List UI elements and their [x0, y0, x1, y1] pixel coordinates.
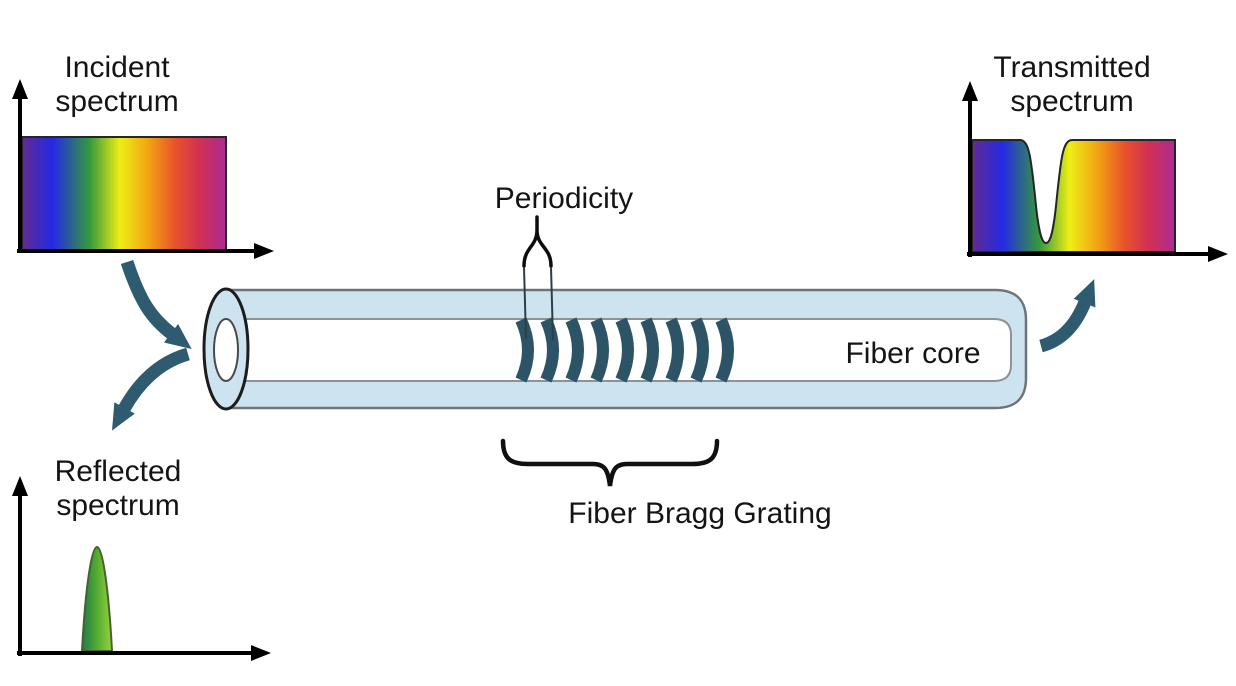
fiber-end-core — [213, 318, 239, 382]
transmitted-light-arrow — [1039, 279, 1096, 353]
fiber-core-region — [225, 318, 1012, 382]
optical-fiber: Fiber core — [202, 287, 1028, 411]
grating-lines — [515, 317, 734, 383]
transmitted-label-line2: spectrum — [1010, 85, 1133, 118]
reflected-spectrum-plot: Reflected spectrum — [12, 455, 271, 661]
grating-line — [590, 317, 609, 383]
incident-light-arrow — [120, 259, 192, 349]
light-arrows — [111, 259, 1096, 431]
transmitted-spectrum-plot: Transmitted spectrum — [962, 51, 1228, 262]
periodicity-tick-left — [523, 266, 527, 340]
fbg-label: Fiber Bragg Grating — [568, 497, 831, 530]
fbg-callout: Fiber Bragg Grating — [500, 438, 832, 530]
fiber-core-label: Fiber core — [845, 337, 980, 370]
transmitted-spectrum-band-with-notch — [971, 139, 1176, 253]
grating-line — [715, 317, 734, 383]
grating-line — [640, 317, 659, 383]
periodicity-callout: Periodicity — [495, 182, 633, 341]
grating-line — [665, 317, 684, 383]
fbg-underbrace — [500, 438, 720, 487]
grating-line — [540, 317, 559, 383]
grating-line — [565, 317, 584, 383]
grating-line — [615, 317, 634, 383]
transmitted-label-line1: Transmitted — [993, 51, 1150, 84]
periodicity-fork-pointer — [522, 215, 553, 268]
grating-line — [690, 317, 709, 383]
periodicity-tick-right — [550, 266, 554, 341]
incident-spectrum-plot: Incident spectrum — [12, 51, 274, 259]
periodicity-label: Periodicity — [495, 182, 633, 215]
reflected-label-line1: Reflected — [55, 455, 182, 488]
incident-label-line1: Incident — [64, 51, 170, 84]
reflected-peak — [80, 545, 114, 652]
grating-line — [515, 317, 534, 383]
reflected-light-arrow — [111, 347, 190, 431]
incident-spectrum-band — [21, 136, 227, 252]
incident-label-line2: spectrum — [55, 85, 178, 118]
reflected-label-line2: spectrum — [56, 489, 179, 522]
